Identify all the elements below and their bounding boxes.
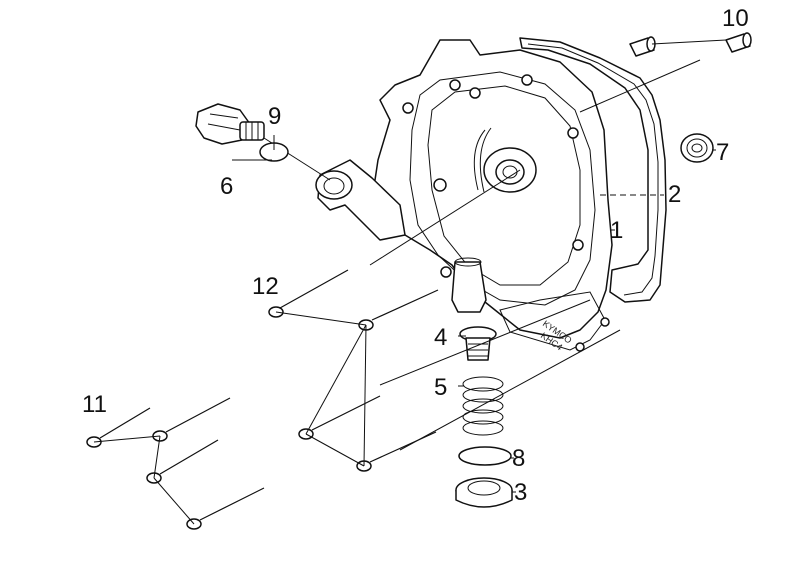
bolt-11c — [146, 439, 219, 484]
bolts — [86, 269, 439, 530]
strainer — [459, 326, 497, 361]
oil-filler-arm — [315, 159, 406, 241]
crankcase-cover: KYMCO KHC4 — [371, 39, 613, 352]
bolt-11d — [186, 487, 265, 530]
callout-12: 12 — [252, 273, 279, 300]
dowel-pins — [629, 32, 752, 57]
callout-9: 9 — [268, 103, 281, 130]
callout-5: 5 — [434, 374, 447, 401]
callout-3: 3 — [514, 479, 527, 506]
callout-4: 4 — [434, 324, 447, 351]
leader-lines — [93, 39, 727, 525]
spring — [462, 376, 504, 436]
callout-7: 7 — [716, 139, 729, 166]
drain-plug — [455, 477, 513, 508]
callout-2: 2 — [668, 181, 681, 208]
callouts: 1 2 3 4 5 6 7 8 9 10 11 12 — [82, 5, 749, 506]
bolt-12b — [358, 289, 439, 331]
callout-8: 8 — [512, 445, 525, 472]
callout-6: 6 — [220, 173, 233, 200]
bolt-12d — [356, 431, 437, 472]
oil-seal — [680, 133, 714, 163]
callout-11: 11 — [82, 391, 107, 418]
gasket — [519, 37, 667, 303]
dipstick — [195, 103, 331, 181]
callout-1: 1 — [610, 217, 623, 244]
bolt-12a — [268, 269, 349, 318]
o-ring-8 — [458, 446, 512, 466]
bolt-11b — [152, 397, 231, 442]
callout-10: 10 — [722, 5, 749, 32]
bolt-12c — [298, 395, 381, 440]
